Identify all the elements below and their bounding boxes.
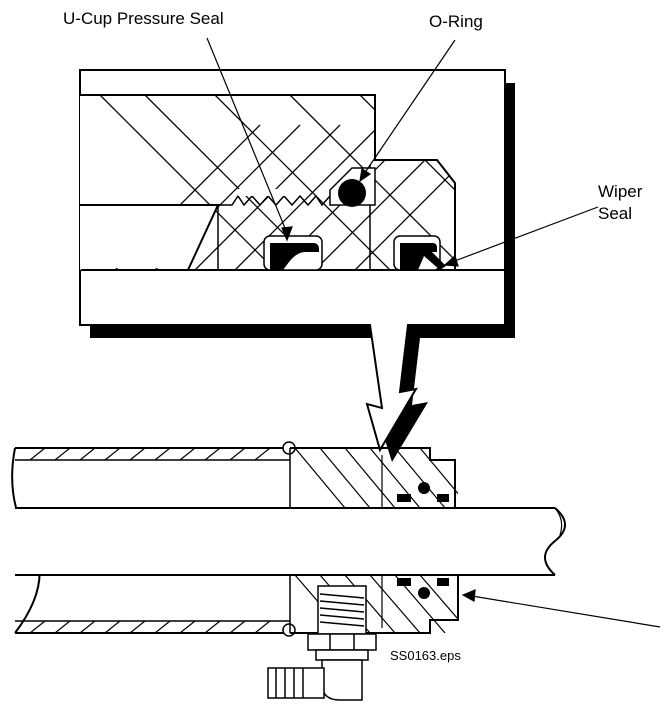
oring-top-small: [418, 482, 430, 494]
detail-callout: [79, 69, 515, 462]
rod-break-right: [544, 507, 566, 576]
piston-rod: [15, 508, 555, 575]
oring-bottom-small: [418, 587, 430, 599]
oring-label: O-Ring: [429, 12, 483, 31]
nut-outline-bottom: [290, 575, 459, 634]
nut-outline-top: [290, 447, 456, 508]
grease-fitting: [267, 585, 377, 701]
wiper-label-line1: Wiper: [598, 182, 643, 201]
ucup-seal: [270, 243, 319, 270]
wiper-seal: [400, 243, 446, 270]
detail-thread: [218, 194, 339, 207]
wiper-top-small: [437, 494, 449, 502]
pump-assembly: [11, 441, 566, 701]
ucup-top-small: [397, 494, 411, 502]
oring-leader: [363, 39, 456, 175]
wiper-bottom-small: [437, 578, 449, 586]
file-name-label: SS0163.eps: [390, 648, 461, 663]
ucup-leader: [206, 37, 288, 234]
weld-bottom: [282, 623, 296, 637]
nut-leader: [471, 595, 661, 628]
ucup-bottom-small: [397, 578, 411, 586]
oring: [338, 179, 366, 207]
wiper-label-line2: Seal: [598, 204, 633, 223]
ucup-label: U-Cup Pressure Seal: [63, 9, 224, 28]
tube-hatching: [29, 448, 271, 633]
detail-housing-outline: [80, 94, 456, 270]
wiper-leader: [451, 206, 599, 263]
leader-lines: [206, 37, 661, 628]
